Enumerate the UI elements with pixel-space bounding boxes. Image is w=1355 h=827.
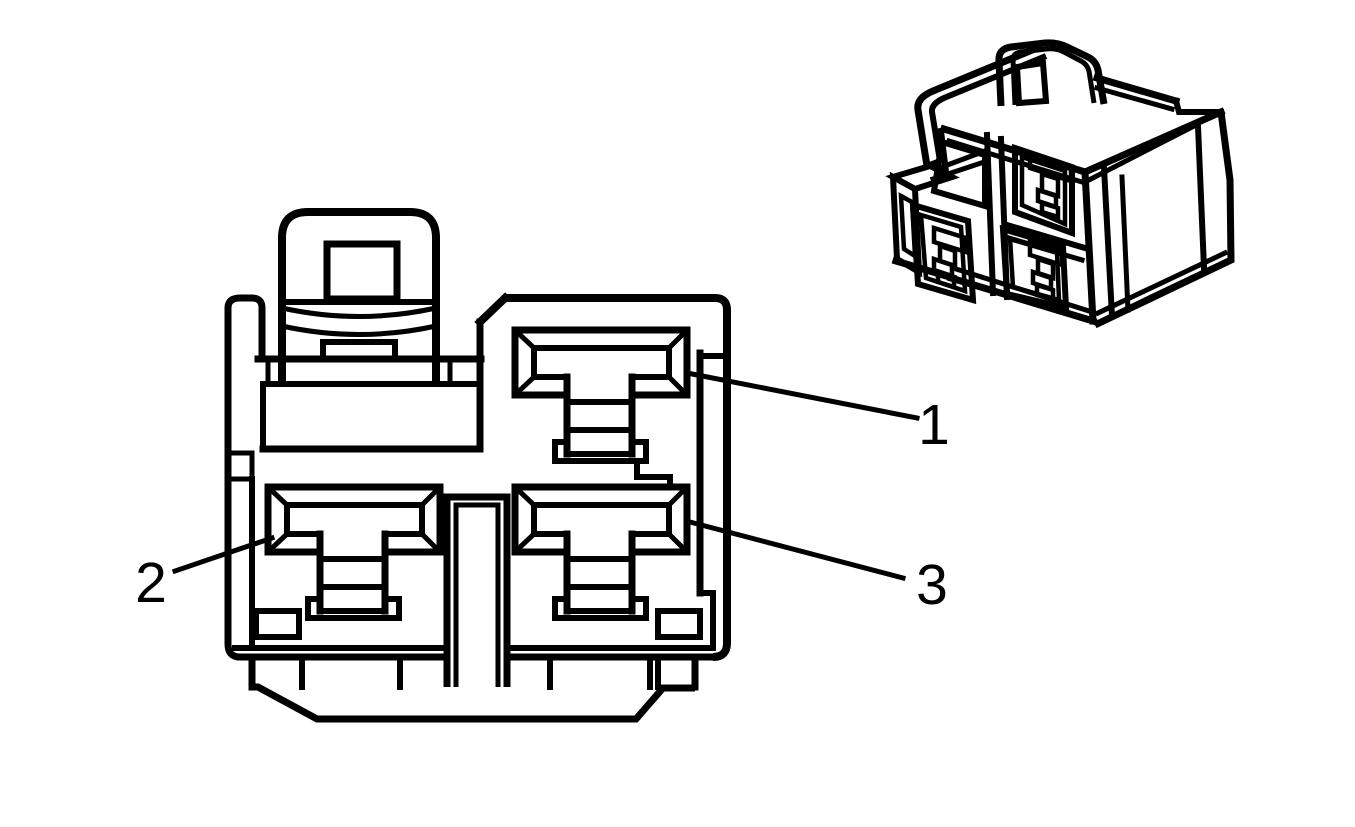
window-top-left <box>930 138 988 211</box>
left-wall-outline <box>224 294 266 661</box>
body-outer-wall <box>474 292 731 661</box>
left-wall-notch <box>225 450 255 482</box>
mounting-skirt <box>236 653 717 723</box>
index-rect-right <box>655 608 703 640</box>
cavity-floor <box>232 608 716 651</box>
iso-terminal-3-tip <box>1030 268 1056 304</box>
iso-terminal-1-tip <box>1035 186 1061 221</box>
connector-front-view <box>224 208 731 723</box>
leader-line-1 <box>684 370 920 421</box>
window-bottom-right <box>999 224 1070 312</box>
skirt-dividers <box>299 654 661 690</box>
handle-inner <box>1010 46 1097 106</box>
index-rect-left <box>253 608 302 640</box>
rail-outer <box>914 42 1044 167</box>
terminal-1-flange <box>552 439 649 464</box>
latch-flex-arm-upper <box>281 305 437 319</box>
center-rib-inner <box>453 502 501 687</box>
right-face-seam <box>1194 122 1208 272</box>
handle-outer <box>995 39 1108 107</box>
iso-terminal-2-tip <box>931 255 957 291</box>
iso-terminal-2-bar <box>931 224 969 256</box>
terminal-1-inner <box>531 345 672 380</box>
terminal-cavity-2 <box>264 483 444 621</box>
window-bottom-left <box>909 200 977 305</box>
callouts: 1 2 3 <box>135 370 950 617</box>
right-inner-step-bottom <box>697 590 716 651</box>
latch-handle <box>995 39 1108 107</box>
iso-terminal-1-bar <box>1027 150 1074 185</box>
terminal-1-bevels <box>513 328 689 397</box>
top-right-outline <box>505 294 731 661</box>
center-rib <box>443 493 511 687</box>
terminal-2-stem <box>316 530 389 615</box>
terminal-cavity-1 <box>511 326 691 490</box>
rail-inner <box>925 53 1048 169</box>
latch-flex-arm-lower <box>281 323 437 337</box>
callout-label-2: 2 <box>135 551 167 615</box>
connector-isometric-view <box>885 39 1235 329</box>
top-right-edge <box>1080 107 1226 177</box>
terminal-1-stem <box>563 373 636 458</box>
callout-label-3: 3 <box>916 553 948 617</box>
top-back-edge-inner <box>1093 84 1176 113</box>
terminal-2-stem-bars <box>317 556 388 614</box>
callout-label-1: 1 <box>918 393 950 457</box>
terminal-2-bevels <box>266 485 442 554</box>
corner-band-left <box>1100 164 1116 320</box>
terminal-3-stem <box>563 530 636 615</box>
left-wall <box>224 294 266 661</box>
top-chamfer <box>474 292 511 328</box>
top-back-edge <box>1092 73 1181 106</box>
horizontal-rib-right <box>1003 221 1089 252</box>
window-top-right-inner <box>1019 153 1068 228</box>
front-right-edge <box>1081 168 1097 325</box>
window-bottom-left-inner <box>918 211 968 295</box>
front-shroud-band <box>254 318 485 453</box>
terminal-cavity-3 <box>511 483 691 621</box>
terminal-1-pocket-step <box>634 458 673 490</box>
terminal-3-stem-bars <box>564 556 635 614</box>
terminal-2-inner <box>284 502 425 537</box>
latch-tower-outline <box>278 208 440 384</box>
terminal-3-inner <box>531 502 672 537</box>
corner-band-right <box>1119 174 1131 313</box>
terminal-3-flange <box>552 596 649 621</box>
iso-terminal-2-stem <box>937 242 958 270</box>
top-notch <box>1172 97 1224 115</box>
iso-terminal-bottom-right <box>1027 237 1065 304</box>
terminal-3-bevels <box>513 485 689 554</box>
iso-terminal-3-bar <box>1027 237 1065 269</box>
leader-line-3 <box>686 518 907 582</box>
terminal-2-outer <box>264 483 444 556</box>
right-face-outer <box>1093 111 1235 329</box>
terminal-1-outer <box>511 326 691 399</box>
iso-right-face <box>1093 111 1235 329</box>
lock-rail <box>914 42 1048 169</box>
handle-opening <box>1013 59 1050 107</box>
terminal-2-flange <box>305 596 402 621</box>
iso-terminal-bottom-left <box>931 224 969 291</box>
skirt-outline <box>252 683 695 723</box>
window-bottom-right-inner <box>1007 234 1062 304</box>
leader-line-2 <box>171 534 276 575</box>
latch-window <box>323 240 401 303</box>
terminal-1-stem-bars <box>564 399 635 457</box>
terminal-3-outer <box>511 483 691 556</box>
center-rib-outer <box>443 493 511 687</box>
iso-terminal-top-right <box>1027 150 1074 221</box>
